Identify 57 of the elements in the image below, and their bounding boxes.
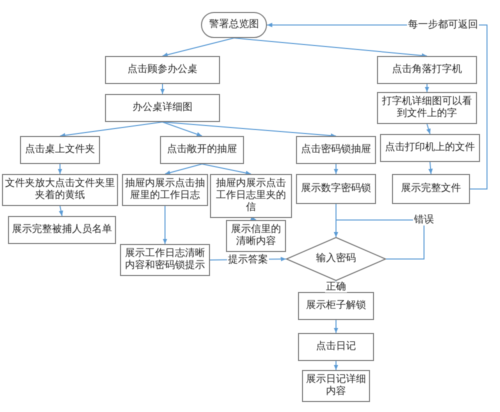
step-text: 点击密码锁抽屉 (301, 144, 371, 156)
process-box (20, 136, 100, 164)
step-text: 打字机详细图可以看到文件上的字 (381, 96, 473, 120)
arrow (58, 206, 64, 216)
step-text: 展示完整被捕人员名单 (12, 224, 112, 236)
step-text: 点击敞开的抽屉 (167, 144, 237, 156)
step-text: 点击日记 (316, 341, 356, 353)
arrow (162, 206, 168, 244)
arrow (334, 164, 338, 174)
arrow (162, 38, 234, 57)
step-text: 警署总览图 (209, 19, 259, 31)
step-text: 抽屉内展示点击抽屉里的工作日志 (125, 178, 205, 202)
arrow (58, 164, 62, 174)
edge-label: 提示答案 (227, 254, 269, 265)
step-text: 展示柜子解锁 (306, 300, 366, 312)
process-box (380, 134, 480, 162)
process-box (392, 174, 470, 204)
arrow (334, 220, 424, 260)
step-text: 抽屉内展示点击工作日志里夹的信 (215, 178, 287, 214)
arrow (234, 38, 428, 58)
arrow (250, 216, 256, 220)
arrow (334, 360, 338, 370)
arrow (162, 122, 336, 138)
edge-label: 正确 (325, 281, 347, 292)
process-box (298, 292, 374, 320)
process-box (8, 216, 116, 244)
arrow (60, 122, 163, 138)
step-text: 点击桌上文件夹 (25, 144, 95, 156)
arrow (428, 162, 433, 174)
step-text: 输入密码 (316, 253, 356, 265)
step-text: 办公桌详细图 (132, 102, 192, 114)
arrow (164, 164, 202, 175)
process-box (377, 56, 477, 84)
start-terminal (201, 12, 267, 38)
step-text: 文件夹放大点击文件夹里夹着的黄纸 (5, 178, 115, 202)
process-box (105, 56, 220, 84)
step-text: 点击顾参办公桌 (128, 64, 198, 76)
arrow (160, 84, 165, 94)
process-box (160, 136, 244, 164)
step-text: 展示数字密码锁 (301, 183, 371, 195)
arrow (426, 124, 431, 134)
step-text: 展示信里的清晰内容 (230, 224, 282, 248)
edge-label: 错误 (413, 214, 435, 226)
step-text: 展示日记详细内容 (305, 374, 367, 398)
step-text: 点击角落打字机 (392, 64, 462, 76)
arrow (162, 122, 202, 136)
arrow (424, 84, 430, 92)
arrow (334, 320, 338, 334)
process-box (296, 136, 376, 164)
arrow (202, 164, 252, 176)
process-box (296, 174, 376, 204)
step-text: 点击打印机上的文件 (385, 142, 475, 154)
step-text: 展示完整文件 (401, 183, 461, 195)
step-text: 展示工作日志清晰内容和密码锁提示 (124, 248, 206, 272)
process-box (298, 333, 374, 361)
edge-label: 每一步都可返回 (407, 20, 479, 30)
process-box (105, 94, 220, 122)
